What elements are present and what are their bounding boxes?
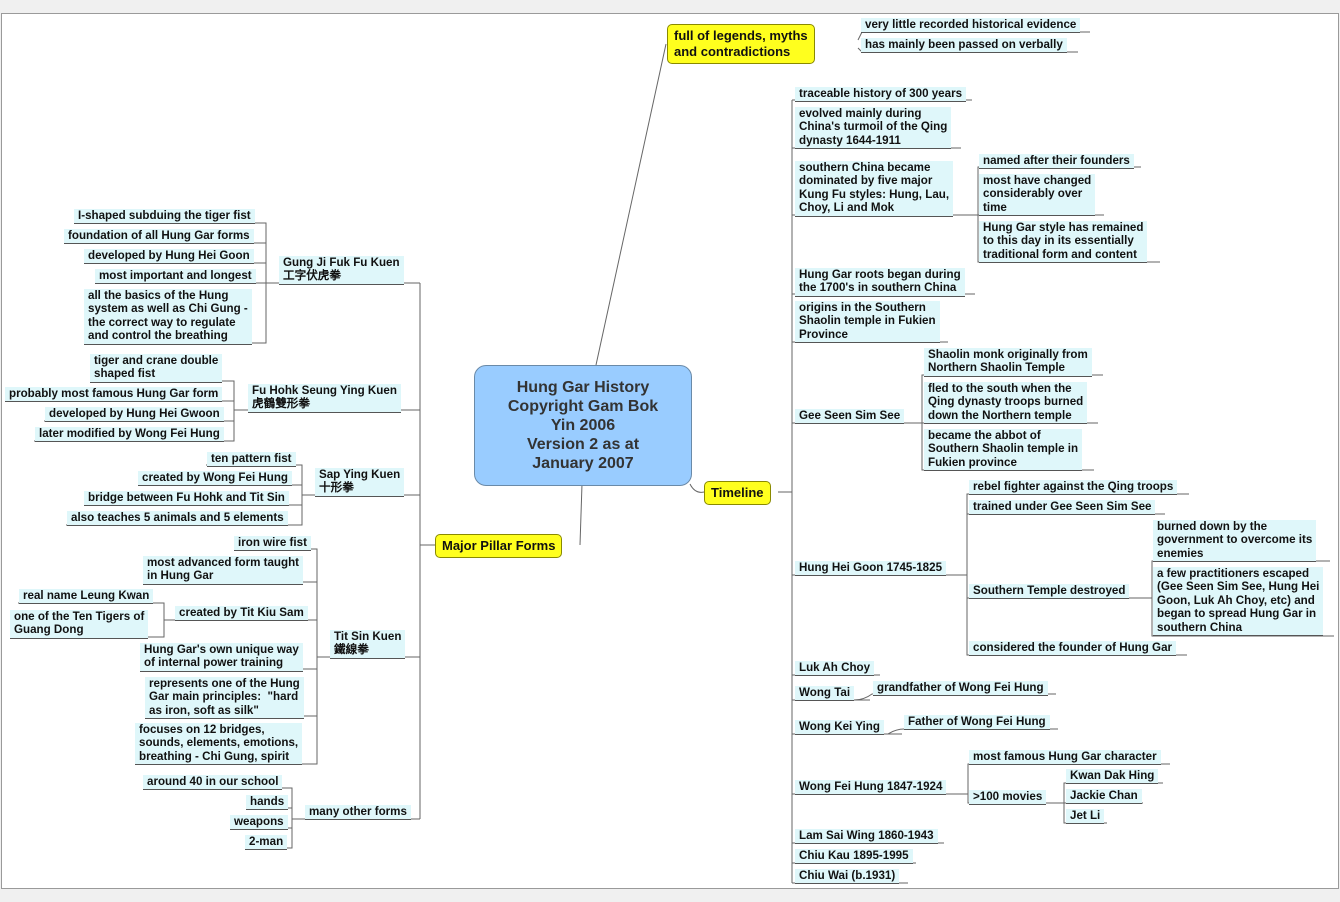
gee-item[interactable]: became the abbot of Southern Shaolin tem…	[924, 429, 1083, 472]
timeline-item[interactable]: Wong Fei Hung 1847-1924	[795, 780, 947, 796]
timeline-item[interactable]: Chiu Kau 1895-1995	[795, 849, 913, 865]
timeline-item[interactable]: traceable history of 300 years	[795, 87, 967, 103]
other-item[interactable]: 2-man	[245, 835, 288, 851]
southern-item[interactable]: named after their founders	[979, 154, 1134, 170]
timeline-item[interactable]: Lam Sai Wing 1860-1943	[795, 829, 938, 845]
timeline-item[interactable]: Hung Hei Goon 1745-1825	[795, 561, 947, 577]
fu-item[interactable]: later modified by Wong Fei Hung	[35, 427, 224, 443]
tit-item[interactable]: Hung Gar's own unique way of internal po…	[140, 643, 303, 672]
destroyed-item[interactable]: burned down by the government to overcom…	[1153, 520, 1317, 563]
hunghei-item[interactable]: trained under Gee Seen Sim See	[969, 500, 1156, 516]
timeline-item[interactable]: Wong Kei Ying	[795, 720, 884, 736]
pillar-form[interactable]: Sap Ying Kuen 十形拳	[315, 468, 405, 497]
tit-item[interactable]: created by Tit Kiu Sam	[175, 606, 308, 622]
hunghei-item[interactable]: rebel fighter against the Qing troops	[969, 480, 1178, 496]
timeline-item[interactable]: Luk Ah Choy	[795, 661, 875, 677]
wongfei-item[interactable]: most famous Hung Gar character	[969, 750, 1161, 766]
tit-item[interactable]: most advanced form taught in Hung Gar	[143, 556, 304, 585]
timeline-item[interactable]: Gee Seen Sim See	[795, 409, 905, 425]
southern-item[interactable]: most have changed considerably over time	[979, 174, 1096, 217]
legends-item[interactable]: very little recorded historical evidence	[861, 18, 1081, 34]
fu-item[interactable]: developed by Hung Hei Gwoon	[45, 407, 224, 423]
wongfei-item[interactable]: >100 movies	[969, 790, 1047, 806]
destroyed-item[interactable]: a few practitioners escaped (Gee Seen Si…	[1153, 567, 1324, 637]
timeline-item[interactable]: Wong Tai	[795, 686, 855, 702]
wongtai-item[interactable]: grandfather of Wong Fei Hung	[873, 681, 1048, 697]
movie-item[interactable]: Jet Li	[1066, 809, 1105, 825]
central-topic[interactable]: Hung Gar History Copyright Gam Bok Yin 2…	[474, 365, 692, 486]
wongkei-item[interactable]: Father of Wong Fei Hung	[904, 715, 1050, 731]
topic-timeline[interactable]: Timeline	[704, 481, 771, 505]
timeline-item[interactable]: origins in the Southern Shaolin temple i…	[795, 301, 940, 344]
topic-legends[interactable]: full of legends, myths and contradiction…	[667, 24, 815, 64]
pillar-form[interactable]: Tit Sin Kuen 鐵線拳	[330, 630, 406, 659]
titkiu-item[interactable]: real name Leung Kwan	[19, 589, 154, 605]
gung-item[interactable]: I-shaped subduing the tiger fist	[74, 209, 255, 225]
gee-item[interactable]: Shaolin monk originally from Northern Sh…	[924, 348, 1092, 377]
tit-item[interactable]: focuses on 12 bridges, sounds, elements,…	[135, 723, 303, 766]
gung-item[interactable]: most important and longest	[95, 269, 256, 285]
timeline-item[interactable]: southern China became dominated by five …	[795, 161, 954, 217]
topic-pillar-forms[interactable]: Major Pillar Forms	[435, 534, 563, 558]
southern-item[interactable]: Hung Gar style has remained to this day …	[979, 221, 1148, 264]
titkiu-item[interactable]: one of the Ten Tigers of Guang Dong	[10, 610, 149, 639]
gee-item[interactable]: fled to the south when the Qing dynasty …	[924, 382, 1088, 425]
fu-item[interactable]: tiger and crane double shaped fist	[90, 354, 223, 383]
sap-item[interactable]: also teaches 5 animals and 5 elements	[67, 511, 288, 527]
legends-item[interactable]: has mainly been passed on verbally	[861, 38, 1067, 54]
other-item[interactable]: around 40 in our school	[143, 775, 283, 791]
sap-item[interactable]: bridge between Fu Hohk and Tit Sin	[84, 491, 289, 507]
timeline-item[interactable]: Chiu Wai (b.1931)	[795, 869, 900, 885]
gung-item[interactable]: foundation of all Hung Gar forms	[64, 229, 254, 245]
tit-item[interactable]: iron wire fist	[234, 536, 311, 552]
gung-item[interactable]: developed by Hung Hei Goon	[84, 249, 254, 265]
timeline-item[interactable]: evolved mainly during China's turmoil of…	[795, 107, 952, 150]
sap-item[interactable]: created by Wong Fei Hung	[138, 471, 293, 487]
tit-item[interactable]: represents one of the Hung Gar main prin…	[145, 677, 304, 720]
movie-item[interactable]: Kwan Dak Hing	[1066, 769, 1159, 785]
fu-item[interactable]: probably most famous Hung Gar form	[5, 387, 223, 403]
pillar-form[interactable]: Gung Ji Fuk Fu Kuen 工字伏虎拳	[279, 256, 404, 285]
other-item[interactable]: hands	[246, 795, 289, 811]
gung-item[interactable]: all the basics of the Hung system as wel…	[84, 289, 252, 345]
movie-item[interactable]: Jackie Chan	[1066, 789, 1142, 805]
pillar-form[interactable]: Fu Hohk Seung Ying Kuen 虎鶴雙形拳	[248, 384, 401, 413]
hunghei-item[interactable]: considered the founder of Hung Gar	[969, 641, 1177, 657]
pillar-form[interactable]: many other forms	[305, 805, 411, 821]
hunghei-item[interactable]: Southern Temple destroyed	[969, 584, 1130, 600]
sap-item[interactable]: ten pattern fist	[207, 452, 296, 468]
timeline-item[interactable]: Hung Gar roots began during the 1700's i…	[795, 268, 965, 297]
other-item[interactable]: weapons	[230, 815, 288, 831]
